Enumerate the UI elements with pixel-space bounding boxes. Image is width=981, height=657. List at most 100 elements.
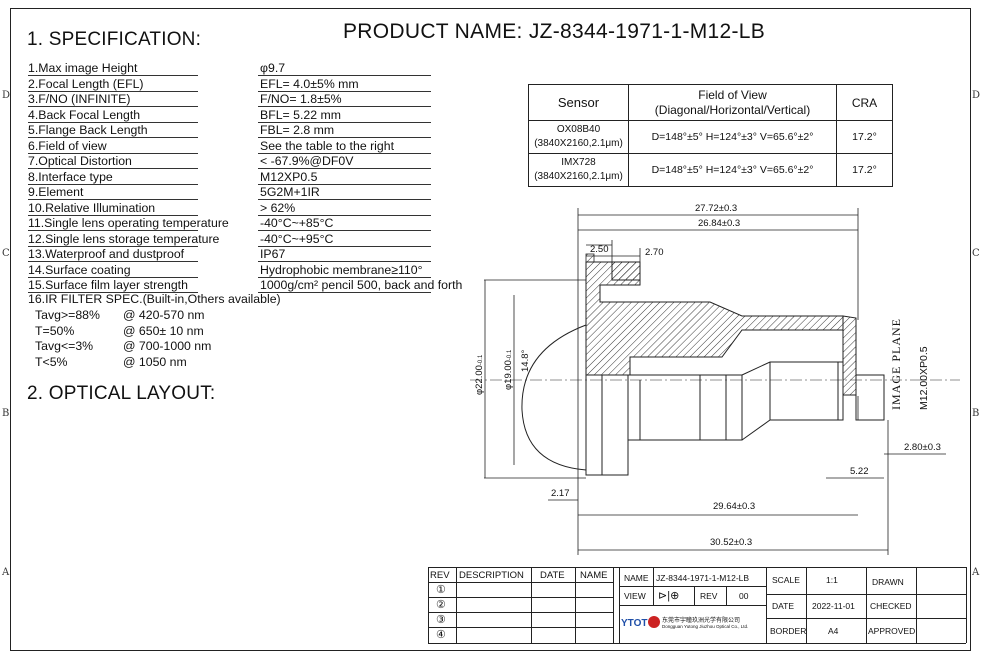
company-logo: YTOT [621,618,648,629]
ir-filter-row: Tavg<=3%@ 700-1000 nm [35,339,211,354]
company-name-cn: 东莞市宇瞳玖洲光学有限公司 [662,618,741,624]
zone-letter-left-d: D [2,90,11,101]
spec-value: See the table to the right [260,138,394,153]
spec-label: 12.Single lens storage temperature [28,231,220,246]
ir-filter-condition: T<5% [35,354,68,369]
spec-label: 5.Flange Back Length [28,123,148,137]
spec-value: > 62% [260,200,296,215]
lens-body-outline [585,361,885,476]
approved-label: APPROVED [868,626,916,636]
projection-symbol-icon: ⊳|⊕ [658,590,680,602]
spec-value: 5G2M+1IR [260,185,320,199]
spec-label: 6.Field of view [28,138,107,153]
sensor-name-cell: IMX728(3840X2160,2.1μm) [528,153,629,187]
spec-label: 15.Surface film layer strength [28,278,188,292]
spec-value: 1000g/cm² pencil 500, back and forth [260,278,463,292]
sensor-fov-table: Sensor Field of View(Diagonal/Horizontal… [528,84,893,187]
zone-letter-left-b: B [2,408,10,419]
spec-value: -40°C~+85°C [260,216,334,230]
spec-label: 2.Focal Length (EFL) [28,76,144,91]
zone-letter-right-d: D [972,90,981,101]
front-lens-dome [521,324,587,471]
ir-filter-title: 16.IR FILTER SPEC.(Built-in,Others avail… [28,292,281,306]
dim-14-8: 14.8° [520,349,531,372]
rev-header: REV [430,570,450,581]
scale-label: SCALE [772,575,800,585]
spec-value: Hydrophobic membrane≥110° [260,262,423,277]
spec-value: IP67 [260,247,286,261]
spec-value: M12XP0.5 [260,169,318,184]
scale-value: 1:1 [826,575,838,585]
rev-label: REV [700,591,718,601]
spec-label: 14.Surface coating [28,262,131,277]
spec-label: 7.Optical Distortion [28,154,132,168]
lens-barrel-section [585,253,857,396]
spec-value: FBL= 2.8 mm [260,123,335,137]
border-label: BORDER [770,626,807,636]
rev-value: 00 [739,591,749,601]
zone-letter-right-a: A [972,567,980,578]
ir-filter-row: T=50% @ 650± 10 nm [35,323,204,339]
section-specification-title: 1. SPECIFICATION: [27,29,202,50]
cra-cell: 17.2° [836,153,893,187]
dim-27-72: 27.72±0.3 [695,203,738,214]
dim-phi-22: φ22.00-0.1 [474,354,485,395]
rev-number: ③ [436,614,446,626]
zone-letter-right-c: C [972,248,980,259]
spec-label: 4.Back Focal Length [28,107,141,122]
dimension-lines [484,208,946,555]
ir-filter-range: @ 650± 10 nm [123,323,204,338]
spec-label: 3.F/NO (INFINITE) [28,92,131,106]
sensor-table-header: Sensor Field of View(Diagonal/Horizontal… [528,84,893,121]
spec-label: 11.Single lens operating temperature [28,216,229,230]
cra-cell: 17.2° [836,120,893,154]
spec-label: 8.Interface type [28,169,113,184]
sensor-header: Sensor [528,84,629,121]
dim-29-64: 29.64±0.3 [713,501,756,512]
ir-filter-row: Tavg>=88% @ 420-570 nm [35,308,205,323]
drawn-label: DRAWN [872,577,904,587]
description-header: DESCRIPTION [459,570,524,581]
checked-label: CHECKED [870,601,912,611]
ir-filter-row: T<5% @ 1050 nm [35,354,187,370]
name-value: JZ-8344-1971-1-M12-LB [656,573,750,583]
spec-value: BFL= 5.22 mm [260,107,341,122]
ir-filter-range: @ 1050 nm [123,354,187,369]
spec-label: 10.Relative Illumination [28,200,156,215]
spec-value: φ9.7 [260,61,286,75]
spec-value: < -67.9%@DF0V [260,154,354,168]
dim-30-52: 30.52±0.3 [710,537,753,548]
rev-number: ② [436,599,446,611]
spec-label: 9.Element [28,185,84,199]
spec-value: F/NO= 1.8±5% [260,92,342,106]
spec-value: EFL= 4.0±5% mm [260,76,359,91]
ir-filter-condition: T=50% [35,323,75,338]
logo-mark-icon [648,616,660,628]
date-value: 2022-11-01 [812,601,855,611]
dim-thread: M12.00XP0.5 [918,346,930,410]
image-plane-label: IMAGE PLANE [889,318,903,410]
dim-5-22: 5.22 [850,466,869,477]
dim-2-70: 2.70 [645,247,664,258]
dim-2-50: 2.50 [590,244,609,255]
cra-header: CRA [836,84,893,121]
rev-number: ① [436,584,446,596]
date-label: DATE [772,601,795,611]
spec-value: -40°C~+95°C [260,231,334,246]
name-label: NAME [624,573,649,583]
spec-label: 13.Waterproof and dustproof [28,247,185,261]
section-optical-layout-title: 2. OPTICAL LAYOUT: [27,383,216,404]
product-title: PRODUCT NAME: JZ-8344-1971-1-M12-LB [343,20,766,43]
ir-filter-condition: Tavg>=88% [35,308,100,322]
zone-letter-left-a: A [2,567,10,578]
drawing-border [10,8,971,651]
zone-letter-left-c: C [2,248,10,259]
ir-filter-range: @ 420-570 nm [123,308,205,322]
fov-header: Field of View(Diagonal/Horizontal/Vertic… [628,84,837,121]
rev-number: ④ [436,629,446,641]
spec-label: 1.Max image Height [28,61,138,75]
company-name-en: Dongguan Yutong Jiuzhou Optical Co., Ltd… [662,624,749,629]
dim-2-17: 2.17 [551,488,570,499]
dim-26-84: 26.84±0.3 [698,218,741,229]
